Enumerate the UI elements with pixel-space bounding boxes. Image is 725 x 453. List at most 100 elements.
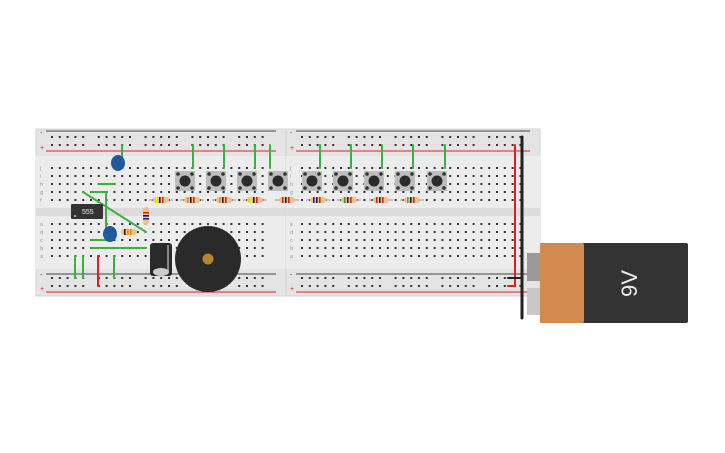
hole[interactable] <box>121 255 124 257</box>
hole[interactable] <box>144 175 147 177</box>
hole[interactable] <box>418 223 420 225</box>
rail-hole[interactable] <box>144 144 147 146</box>
hole[interactable] <box>129 191 131 193</box>
hole[interactable] <box>160 223 163 225</box>
hole[interactable] <box>168 167 170 169</box>
hole[interactable] <box>308 239 311 241</box>
rail-hole[interactable] <box>121 136 124 138</box>
rail-hole[interactable] <box>418 285 420 287</box>
electrolytic-capacitor[interactable] <box>150 243 172 276</box>
hole[interactable] <box>464 183 467 185</box>
hole[interactable] <box>496 239 498 241</box>
hole[interactable] <box>160 183 163 185</box>
hole[interactable] <box>316 223 319 225</box>
hole[interactable] <box>97 231 100 233</box>
rail-hole[interactable] <box>316 277 319 279</box>
hole[interactable] <box>464 191 467 193</box>
hole[interactable] <box>51 247 53 249</box>
hole[interactable] <box>51 255 53 257</box>
rail-hole[interactable] <box>301 136 303 138</box>
rail-hole[interactable] <box>410 144 413 146</box>
rail-hole[interactable] <box>464 285 467 287</box>
hole[interactable] <box>347 167 350 169</box>
rail-hole[interactable] <box>316 285 319 287</box>
hole[interactable] <box>301 191 303 193</box>
rail-hole[interactable] <box>238 136 241 138</box>
hole[interactable] <box>347 223 350 225</box>
rail-hole[interactable] <box>332 136 335 138</box>
hole[interactable] <box>301 239 303 241</box>
hole[interactable] <box>332 239 335 241</box>
hole[interactable] <box>379 255 381 257</box>
hole[interactable] <box>480 175 483 177</box>
hole[interactable] <box>144 167 147 169</box>
hole[interactable] <box>340 231 342 233</box>
rail-hole[interactable] <box>324 144 327 146</box>
rail-hole[interactable] <box>74 136 77 138</box>
rail-hole[interactable] <box>214 144 217 146</box>
hole[interactable] <box>480 199 483 201</box>
hole[interactable] <box>464 199 467 201</box>
hole[interactable] <box>340 191 342 193</box>
rail-hole[interactable] <box>105 136 108 138</box>
hole[interactable] <box>488 183 491 185</box>
hole[interactable] <box>371 247 374 249</box>
hole[interactable] <box>121 191 124 193</box>
rail-hole[interactable] <box>496 136 498 138</box>
pushbutton[interactable] <box>268 171 288 191</box>
hole[interactable] <box>402 239 405 241</box>
rail-hole[interactable] <box>488 285 491 287</box>
hole[interactable] <box>410 239 413 241</box>
hole[interactable] <box>74 247 77 249</box>
hole[interactable] <box>199 183 202 185</box>
rail-hole[interactable] <box>371 144 374 146</box>
hole[interactable] <box>261 175 264 177</box>
hole[interactable] <box>316 239 319 241</box>
hole[interactable] <box>394 255 397 257</box>
hole[interactable] <box>464 255 467 257</box>
rail-hole[interactable] <box>496 144 498 146</box>
hole[interactable] <box>472 183 475 185</box>
hole[interactable] <box>66 191 69 193</box>
hole[interactable] <box>441 231 444 233</box>
hole[interactable] <box>175 191 178 193</box>
rail-hole[interactable] <box>66 277 69 279</box>
rail-hole[interactable] <box>418 136 420 138</box>
hole[interactable] <box>82 167 85 169</box>
hole[interactable] <box>449 199 452 201</box>
rail-hole[interactable] <box>457 144 459 146</box>
hole[interactable] <box>472 223 475 225</box>
hole[interactable] <box>496 255 498 257</box>
hole[interactable] <box>207 199 209 201</box>
rail-hole[interactable] <box>144 285 147 287</box>
rail-hole[interactable] <box>261 285 264 287</box>
hole[interactable] <box>402 191 405 193</box>
hole[interactable] <box>144 199 147 201</box>
hole[interactable] <box>301 223 303 225</box>
hole[interactable] <box>519 255 522 257</box>
rail-hole[interactable] <box>238 285 241 287</box>
rail-hole[interactable] <box>371 285 374 287</box>
hole[interactable] <box>308 231 311 233</box>
rail-hole[interactable] <box>363 144 366 146</box>
rail-hole[interactable] <box>472 277 475 279</box>
hole[interactable] <box>402 247 405 249</box>
rail-hole[interactable] <box>97 144 100 146</box>
rail-hole[interactable] <box>58 277 61 279</box>
rail-hole[interactable] <box>316 144 319 146</box>
hole[interactable] <box>340 167 342 169</box>
hole[interactable] <box>66 255 69 257</box>
hole[interactable] <box>129 199 131 201</box>
hole[interactable] <box>66 247 69 249</box>
hole[interactable] <box>324 239 327 241</box>
rail-hole[interactable] <box>160 144 163 146</box>
hole[interactable] <box>410 255 413 257</box>
hole[interactable] <box>386 183 389 185</box>
hole[interactable] <box>58 255 61 257</box>
hole[interactable] <box>308 167 311 169</box>
hole[interactable] <box>488 223 491 225</box>
hole[interactable] <box>410 231 413 233</box>
hole[interactable] <box>74 183 77 185</box>
hole[interactable] <box>511 247 514 249</box>
hole[interactable] <box>183 231 186 233</box>
